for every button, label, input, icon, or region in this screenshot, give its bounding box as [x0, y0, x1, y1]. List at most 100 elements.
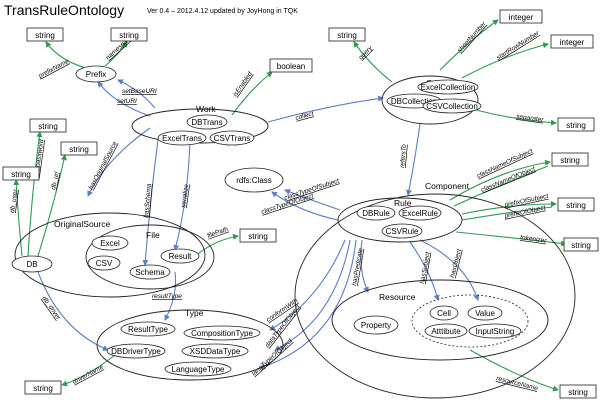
literal-label-integer-startrow: integer — [560, 38, 585, 47]
edge-label-tokenizer: tokenizer — [520, 234, 548, 245]
edge-datatypeofobject — [274, 239, 351, 351]
edge-startrownumber — [461, 42, 549, 79]
node-rdfs-class — [224, 167, 284, 193]
literal-boolean — [269, 58, 313, 73]
node-label-csvrule: CSVRule — [386, 227, 419, 236]
node-label-excelcollection: ExcelCollection — [421, 83, 476, 92]
node-excelrule — [398, 205, 442, 221]
node-label-result: Result — [169, 252, 192, 261]
literal-label-string-prefixname: string — [35, 31, 55, 40]
edge-namespace — [104, 41, 128, 67]
edge-label-isenabled: isEnabled — [232, 70, 254, 98]
literal-string-classname — [551, 152, 589, 167]
edge-filepath — [194, 233, 239, 257]
edge-label-startrownumber: startRowNumber — [495, 29, 541, 61]
diagram-subtitle: Ver 0.4 – 2012.4.12 updated by JoyHong i… — [147, 8, 298, 15]
literal-label-string-dbuser: string — [11, 170, 31, 179]
node-label-property: Property — [361, 321, 391, 330]
edge-drivername — [61, 354, 116, 387]
edge-langtypeofobject — [259, 239, 357, 370]
edge-hasoriginalsource — [87, 127, 151, 197]
edge-sheetnumber — [439, 19, 499, 71]
edge-classnameofsubject — [449, 159, 551, 201]
edge-label-setbaseuri: setBaseURI — [122, 88, 157, 95]
node-value — [467, 305, 503, 321]
group-label-work: Work — [196, 104, 216, 114]
edge-label-query: query — [357, 44, 374, 61]
group-label-type: Type — [185, 308, 204, 318]
edge-label-seturi: setURI — [117, 98, 137, 105]
node-compositiontype — [183, 325, 261, 341]
group-type — [96, 309, 284, 381]
node-atttibute — [424, 323, 468, 339]
node-label-csvcollection: CSVCollection — [426, 102, 478, 111]
edge-refersto — [406, 123, 421, 196]
literal-string-tokenizer — [563, 237, 599, 252]
node-exceltrans — [157, 130, 207, 146]
resource-subgroup — [411, 294, 529, 348]
edge-conformwith — [269, 239, 346, 331]
node-dbtrans — [186, 114, 228, 130]
group-label-file: File — [146, 230, 160, 240]
group-file — [85, 224, 215, 290]
node-label-value: Value — [475, 309, 495, 318]
literal-string-filepath — [239, 228, 277, 243]
node-label-cell: Cell — [437, 309, 451, 318]
edge-prefixofobject — [461, 206, 553, 221]
node-label-schema: Schema — [135, 268, 165, 277]
edge-label-sheetnumber: sheetNumber — [456, 20, 488, 54]
edge-serialize — [173, 139, 191, 251]
node-label-languagetype: LanguageType — [172, 365, 225, 374]
node-result — [160, 248, 200, 264]
group-label-originalsource: OriginalSource — [54, 219, 110, 229]
node-label-dbdrivertype: DBDriverType — [111, 347, 161, 356]
edge-label-refersto: refersTo — [399, 144, 408, 169]
group-component — [294, 193, 576, 399]
edge-label-serialize: serialize — [180, 183, 190, 208]
edge-dbpassword — [27, 131, 43, 257]
group-label-component: Component — [425, 181, 470, 191]
diagram-title: TransRuleOntology — [4, 2, 124, 18]
group-label-resource: Resource — [379, 292, 416, 302]
node-schema — [129, 264, 171, 280]
literal-label-string-query: string — [337, 31, 357, 40]
edge-label-resulttype: resultType — [152, 293, 182, 300]
group-collection — [381, 75, 479, 125]
edge-haspredicate — [360, 239, 369, 293]
literal-string-dbpassword — [29, 118, 67, 133]
edge-separater — [475, 109, 557, 126]
node-label-inputstring: InputString — [476, 327, 515, 336]
node-label-dbrule: DBRule — [362, 209, 390, 218]
literal-string-dburl — [60, 141, 98, 156]
node-resulttype — [120, 321, 176, 337]
node-csvcollection — [422, 98, 482, 114]
edge-label-drivername: driverName — [72, 364, 105, 386]
literal-label-string-dburl: string — [69, 145, 89, 154]
node-label-rdfs-class: rdfs:Class — [236, 176, 272, 185]
literal-string-prefixof — [557, 197, 595, 212]
edge-label-prefixname: prefixName — [37, 58, 71, 80]
literal-label-string-prefixof: string — [566, 201, 586, 210]
node-excelcollection — [417, 79, 479, 95]
group-resource — [331, 279, 549, 361]
node-excel — [91, 235, 129, 251]
edge-label-resourcename: resourceName — [496, 375, 539, 392]
edge-seturi — [97, 81, 151, 117]
node-label-dbcollection: DBCollection — [391, 97, 437, 106]
group-rule — [337, 197, 463, 243]
literal-string-drivername — [24, 380, 62, 395]
edge-hasobject — [419, 239, 480, 301]
node-languagetype — [164, 361, 232, 377]
node-cell — [429, 305, 459, 321]
node-inputstring — [468, 323, 522, 339]
edge-query — [353, 41, 393, 83]
edge-label-haspredicate: hasPredicate — [351, 247, 365, 286]
edge-classtypeofsubject — [284, 189, 341, 211]
literal-label-string-drivername: string — [33, 384, 53, 393]
edge-dbuser — [13, 179, 23, 257]
literal-label-boolean: boolean — [277, 62, 305, 71]
node-db — [11, 255, 53, 273]
literal-string-query — [328, 27, 366, 42]
node-label-excelrule: ExcelRule — [402, 209, 439, 218]
